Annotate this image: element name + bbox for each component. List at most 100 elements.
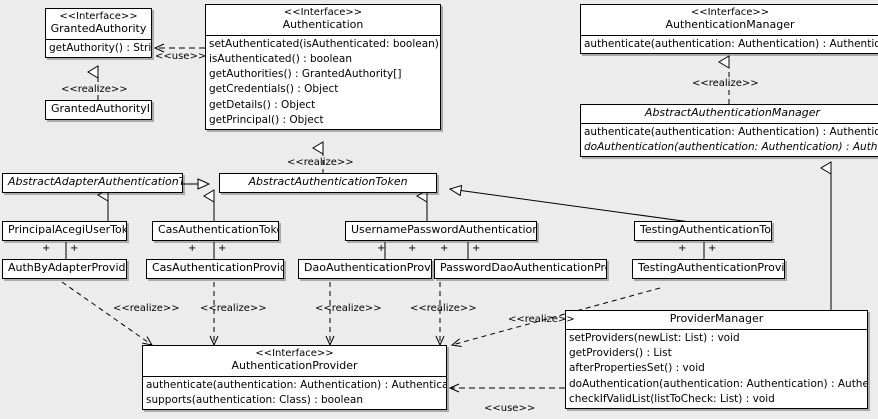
stereotype-label: <<Interface>> xyxy=(283,7,363,18)
association-marker: + xyxy=(408,243,417,254)
class-name: TestingAuthenticationToken xyxy=(640,223,772,236)
association-marker: + xyxy=(472,243,481,254)
class-provider-manager[interactable]: ProviderManager setProviders(newList: Li… xyxy=(565,310,868,410)
stereotype-label: <<Interface>> xyxy=(59,11,138,22)
class-name: CasAuthenticationToken xyxy=(158,223,279,236)
method-item: getPrincipal() : Object xyxy=(209,113,324,126)
method-item: getProviders() : List xyxy=(569,347,672,360)
edge-label-realize-dao: <<realize>> xyxy=(315,303,382,314)
class-name: AuthenticationProvider xyxy=(231,358,358,372)
edge-label-realize-abstract-authentication-token: <<realize>> xyxy=(287,157,354,168)
method-item: setProviders(newList: List) : void xyxy=(569,331,740,344)
method-item: authenticate(authentication: Authenticat… xyxy=(584,125,878,138)
method-item: checkIfValidList(listToCheck: List) : vo… xyxy=(569,392,775,405)
method-item: getAuthorities() : GrantedAuthority[] xyxy=(209,68,402,81)
class-abstract-authentication-manager[interactable]: AbstractAuthenticationManager authentica… xyxy=(580,104,878,158)
edge-label-realize-auth-by-adapter: <<realize>> xyxy=(113,303,180,314)
stereotype-label: <<Interface>> xyxy=(255,348,334,359)
method-item: getCredentials() : Object xyxy=(209,83,339,96)
edge-label-realize-cas: <<realize>> xyxy=(200,303,267,314)
class-header: DaoAuthenticationProvider xyxy=(299,260,431,278)
method-item: supports(authentication: Class) : boolea… xyxy=(146,393,363,406)
edge-label-realize-abstract-authentication-manager: <<realize>> xyxy=(692,78,759,89)
class-name: AuthenticationManager xyxy=(665,17,795,31)
class-header: TestingAuthenticationToken xyxy=(635,222,771,240)
method-compartment: authenticate(authentication: Authenticat… xyxy=(143,375,447,409)
class-header: PrincipalAcegiUserToken xyxy=(3,222,126,240)
class-authentication[interactable]: <<Interface>> Authentication setAuthenti… xyxy=(205,4,441,131)
class-name: AuthByAdapterProvider xyxy=(8,261,127,274)
edge-label-realize-granted-authority-impl: <<realize>> xyxy=(61,84,128,95)
method-item: getDetails() : Object xyxy=(209,98,316,111)
class-name: Authentication xyxy=(282,17,364,31)
method-item: isAuthenticated() : boolean xyxy=(209,52,352,65)
class-header: <<Interface>> GrantedAuthority xyxy=(46,9,151,39)
class-granted-authority-impl[interactable]: GrantedAuthorityImpl xyxy=(45,100,152,120)
class-testing-authentication-provider[interactable]: TestingAuthenticationProvider xyxy=(632,259,785,279)
class-name: ProviderManager xyxy=(669,312,764,325)
class-name: PasswordDaoAuthenticationProvider xyxy=(440,261,606,274)
class-header: AbstractAuthenticationManager xyxy=(581,105,878,123)
class-username-password-authentication-token[interactable]: UsernamePasswordAuthenticationToken xyxy=(345,221,537,241)
edge-label-use-provider-manager: <<use>> xyxy=(484,403,536,414)
association-marker: + xyxy=(218,243,227,254)
class-name: UsernamePasswordAuthenticationToken xyxy=(351,223,536,236)
association-marker: + xyxy=(440,243,449,254)
method-item: afterPropertiesSet() : void xyxy=(569,362,705,375)
class-header: <<Interface>> AuthenticationProvider xyxy=(143,346,446,376)
class-name: GrantedAuthority xyxy=(50,21,147,35)
class-name: PrincipalAcegiUserToken xyxy=(8,223,126,236)
class-password-dao-authentication-provider[interactable]: PasswordDaoAuthenticationProvider xyxy=(434,259,607,279)
class-dao-authentication-provider[interactable]: DaoAuthenticationProvider xyxy=(298,259,432,279)
method-compartment: authenticate(authentication: Authenticat… xyxy=(581,122,878,156)
edge-label-realize-testing: <<realize>> xyxy=(508,314,575,325)
stereotype-label: <<Interface>> xyxy=(690,7,770,18)
class-header: <<Interface>> AuthenticationManager xyxy=(581,5,878,35)
method-item: getAuthority() : String xyxy=(49,41,152,54)
association-marker: + xyxy=(188,243,197,254)
association-marker: + xyxy=(708,243,717,254)
method-item: doAuthentication(authentication: Authent… xyxy=(569,377,868,390)
class-cas-authentication-token[interactable]: CasAuthenticationToken xyxy=(152,221,279,241)
association-marker: + xyxy=(70,243,79,254)
class-header: AbstractAdapterAuthenticationToken xyxy=(3,174,182,192)
class-granted-authority[interactable]: <<Interface>> GrantedAuthority getAuthor… xyxy=(45,8,152,58)
class-authentication-provider[interactable]: <<Interface>> AuthenticationProvider aut… xyxy=(142,345,447,411)
class-header: TestingAuthenticationProvider xyxy=(633,260,784,278)
class-name: AbstractAuthenticationToken xyxy=(248,175,408,188)
association-marker: + xyxy=(42,243,51,254)
class-name: GrantedAuthorityImpl xyxy=(51,102,151,115)
class-abstract-adapter-authentication-token[interactable]: AbstractAdapterAuthenticationToken xyxy=(2,173,183,193)
class-header: CasAuthenticationToken xyxy=(153,222,278,240)
class-testing-authentication-token[interactable]: TestingAuthenticationToken xyxy=(634,221,772,241)
method-compartment: authenticate(authentication: Authenticat… xyxy=(581,34,878,53)
method-compartment: setProviders(newList: List) : void getPr… xyxy=(566,328,868,408)
class-name: CasAuthenticationProvider xyxy=(152,261,284,274)
class-header: ProviderManager xyxy=(566,311,867,329)
class-abstract-authentication-token[interactable]: AbstractAuthenticationToken xyxy=(219,173,437,193)
class-header: AbstractAuthenticationToken xyxy=(220,174,436,192)
method-item: setAuthenticated(isAuthenticated: boolea… xyxy=(209,37,440,50)
method-item: authenticate(authentication: Authenticat… xyxy=(146,378,447,391)
edge-label-use-granted-authority: <<use>> xyxy=(155,51,207,62)
method-compartment: setAuthenticated(isAuthenticated: boolea… xyxy=(206,34,440,129)
class-auth-by-adapter-provider[interactable]: AuthByAdapterProvider xyxy=(2,259,127,279)
class-name: DaoAuthenticationProvider xyxy=(304,261,431,274)
class-principal-acegi-user-token[interactable]: PrincipalAcegiUserToken xyxy=(2,221,127,241)
class-name: AbstractAuthenticationManager xyxy=(644,106,821,119)
association-marker: + xyxy=(678,243,687,254)
method-item: authenticate(authentication: Authenticat… xyxy=(584,37,878,50)
method-compartment: getAuthority() : String xyxy=(46,38,152,57)
class-header: UsernamePasswordAuthenticationToken xyxy=(346,222,536,240)
edge-label-realize-password-dao: <<realize>> xyxy=(410,303,477,314)
class-name: AbstractAdapterAuthenticationToken xyxy=(8,175,182,188)
class-cas-authentication-provider[interactable]: CasAuthenticationProvider xyxy=(146,259,284,279)
method-item: doAuthentication(authentication: Authent… xyxy=(584,141,878,154)
class-header: <<Interface>> Authentication xyxy=(206,5,440,35)
class-header: AuthByAdapterProvider xyxy=(3,260,126,278)
association-marker: + xyxy=(377,243,386,254)
class-header: PasswordDaoAuthenticationProvider xyxy=(435,260,606,278)
class-authentication-manager[interactable]: <<Interface>> AuthenticationManager auth… xyxy=(580,4,878,54)
class-name: TestingAuthenticationProvider xyxy=(638,261,785,274)
